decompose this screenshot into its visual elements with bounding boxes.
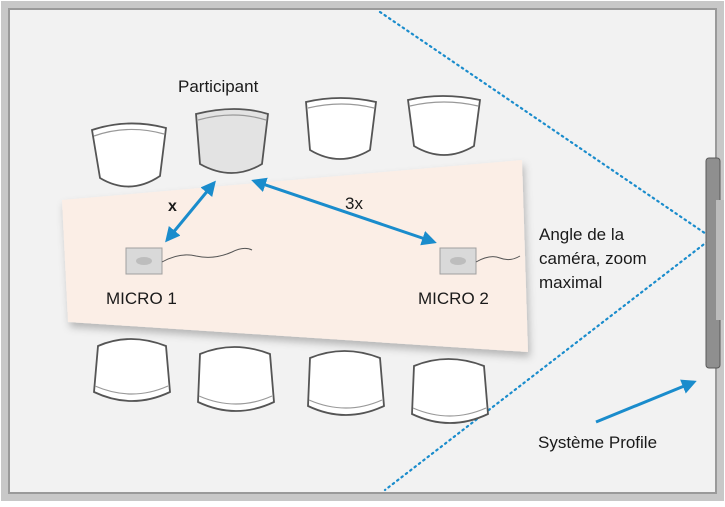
microphone-1 [125, 247, 253, 275]
distance-far-label: 3x [345, 194, 363, 213]
chair-bottom-3 [307, 350, 385, 416]
camera-angle-label-line-2: caméra, zoom [539, 249, 647, 268]
chair-bottom-4 [411, 358, 489, 424]
distance-arrow-near [165, 180, 216, 243]
camera-angle-line-top [378, 10, 714, 240]
chair-top-1 [90, 122, 167, 188]
participant-chair [195, 108, 269, 174]
system-label: Système Profile [538, 433, 657, 452]
camera-angle-label: Angle de la caméra, zoom maximal [539, 225, 647, 292]
microphone-2 [439, 247, 521, 275]
participant-label: Participant [178, 77, 259, 96]
profile-system-device [705, 157, 724, 369]
chair-bottom-2 [197, 346, 275, 412]
distance-near-label: x [168, 198, 177, 215]
distance-arrow-far [251, 177, 437, 246]
mic-2-label: MICRO 2 [418, 289, 489, 308]
mic-1-label: MICRO 1 [106, 289, 177, 308]
chair-top-3 [305, 97, 377, 160]
camera-angle-label-line-3: maximal [539, 273, 602, 292]
system-pointer-arrow [595, 379, 697, 424]
chair-top-4 [407, 95, 482, 156]
chair-bottom-1 [93, 338, 171, 402]
camera-angle-label-line-1: Angle de la [539, 225, 625, 244]
